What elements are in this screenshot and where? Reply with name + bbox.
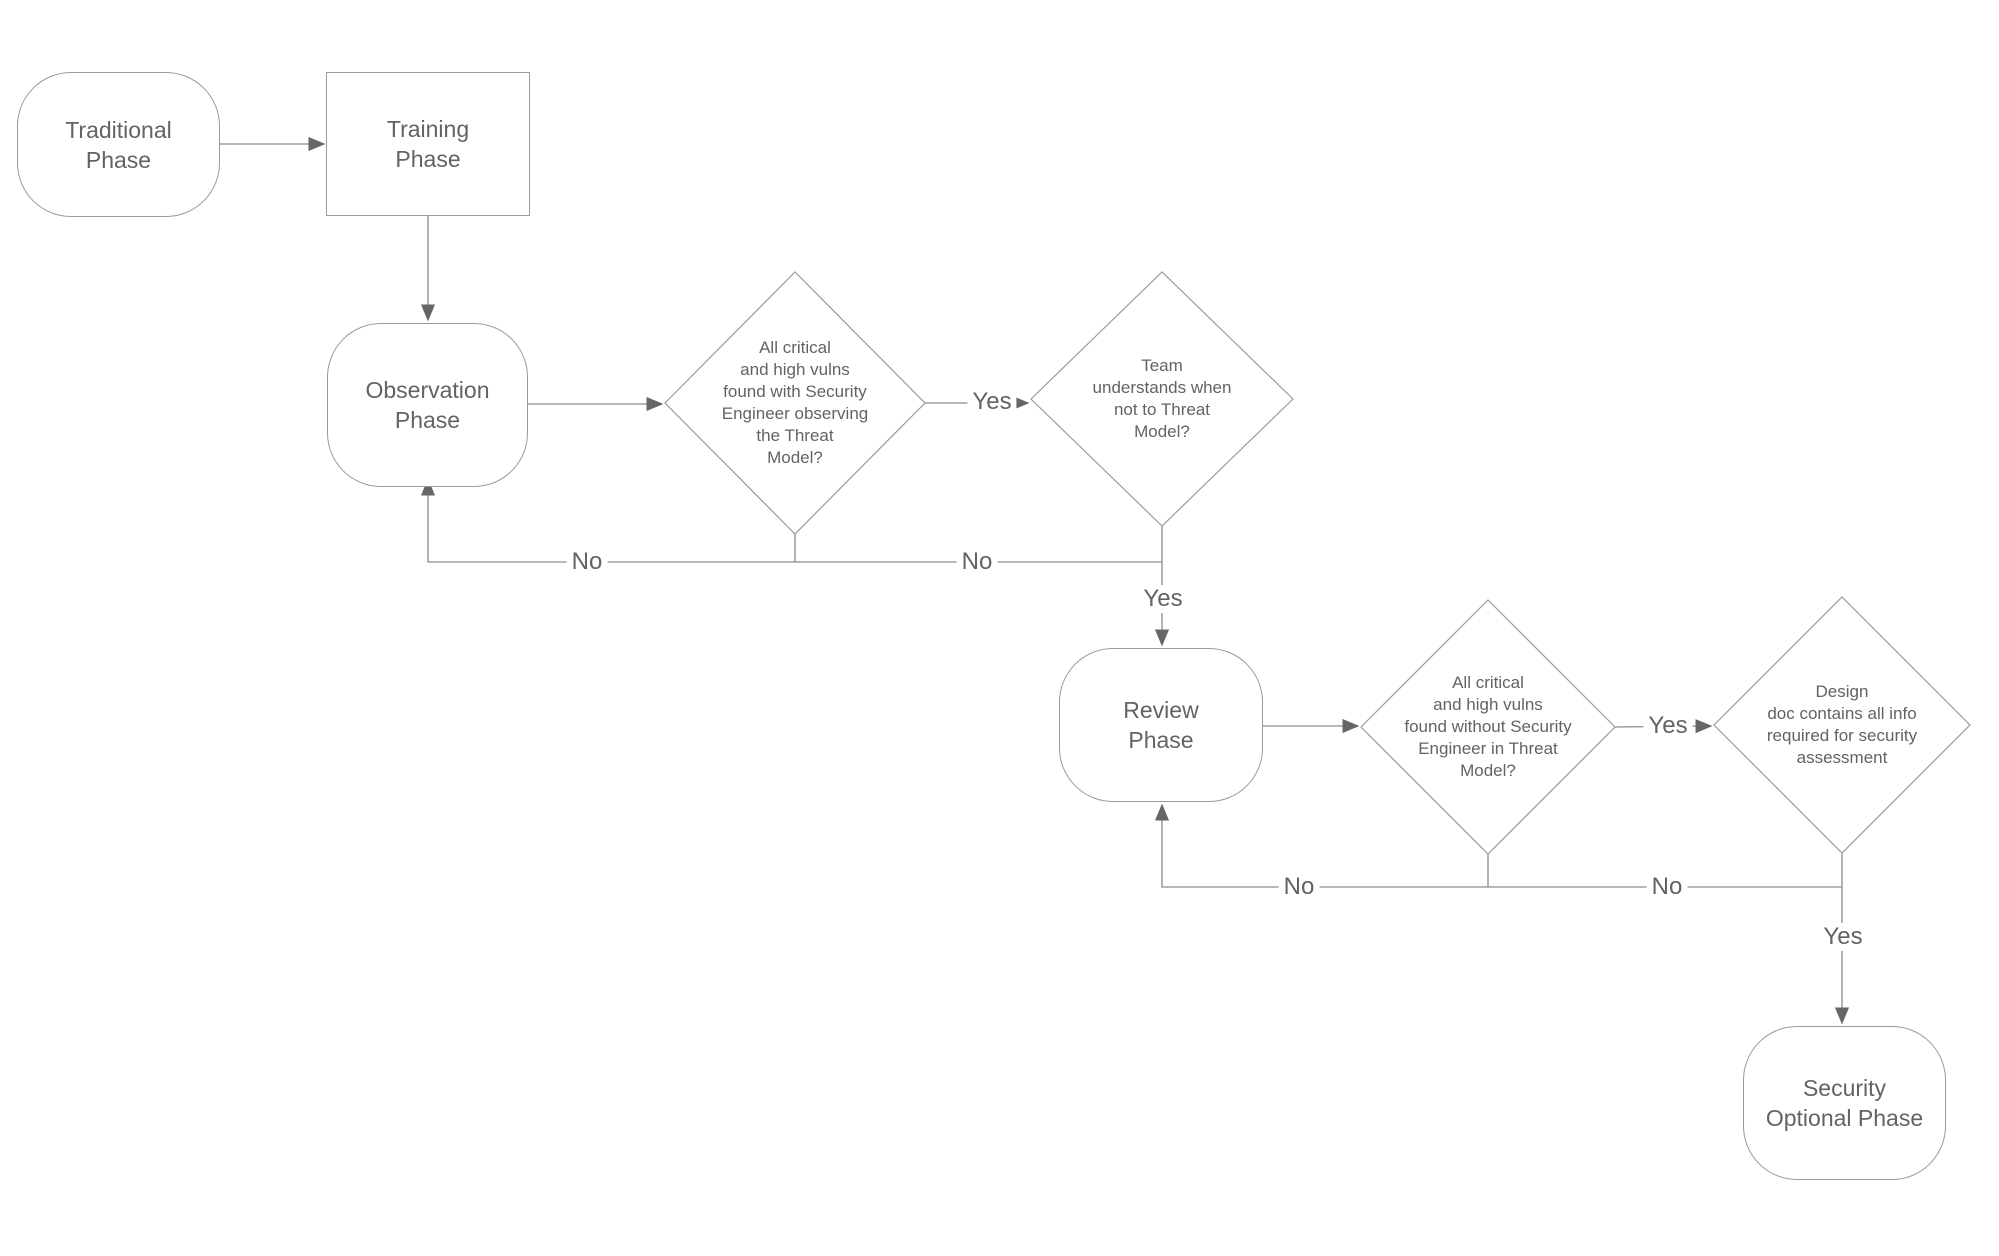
node-review-phase: Review Phase — [1059, 648, 1263, 802]
edge-label-no-4: No — [1646, 873, 1688, 901]
node-label-traditional-phase: Traditional Phase — [65, 116, 172, 173]
decision-diamond-design-doc — [1713, 596, 1971, 854]
edge-label-yes-1: Yes — [967, 388, 1017, 416]
node-label-review-phase: Review Phase — [1123, 697, 1199, 753]
node-training-phase: Training Phase — [326, 72, 530, 216]
node-label-observation-phase: Observation Phase — [365, 377, 490, 433]
node-label-training-phase: Training Phase — [386, 116, 470, 172]
edge-no-return-to-observation — [420, 478, 1162, 563]
node-security-optional-phase: Security Optional Phase — [1743, 1026, 1946, 1180]
edge-label-no-3: No — [1278, 873, 1320, 901]
edge-label-yes-3: Yes — [1643, 712, 1693, 740]
edge-label-no-1: No — [566, 548, 608, 576]
edge-label-yes-4: Yes — [1818, 923, 1868, 951]
node-traditional-phase: Traditional Phase — [17, 72, 220, 217]
edge-label-no-2: No — [956, 548, 998, 576]
edge-no-return-to-review — [1154, 803, 1842, 888]
decision-diamond-team-understands — [1030, 271, 1294, 527]
node-label-security-optional-phase: Security Optional Phase — [1765, 1075, 1924, 1131]
decision-diamond-vulns-with-se — [664, 271, 926, 535]
edge-label-yes-2: Yes — [1138, 585, 1188, 613]
node-observation-phase: Observation Phase — [327, 323, 528, 487]
decision-diamond-vulns-without-se — [1360, 599, 1616, 855]
